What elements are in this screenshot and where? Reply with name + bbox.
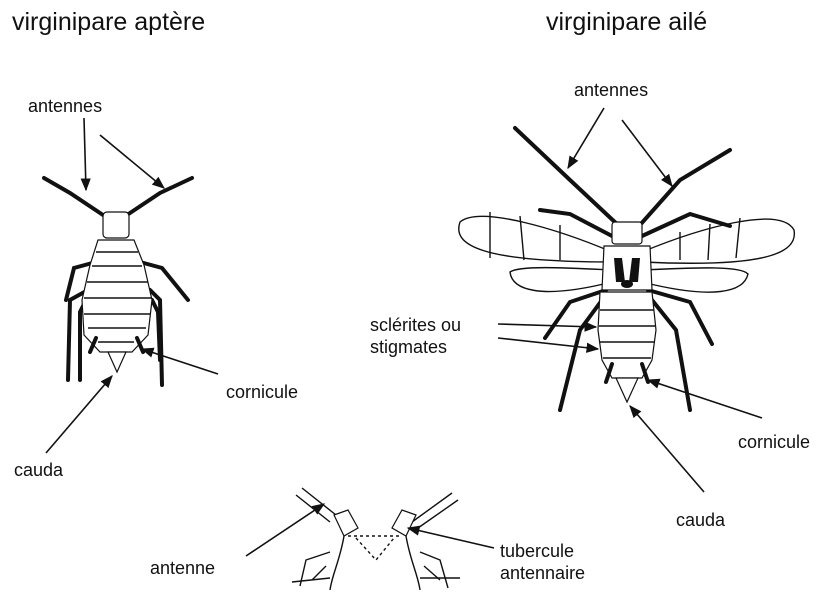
label-winged-sclerites-line1: sclérites ou — [370, 314, 461, 336]
label-detail-tubercule-line2: antennaire — [500, 562, 585, 584]
pointer-winged-cauda — [630, 406, 704, 492]
pointer-winged-cornicule — [648, 380, 762, 418]
label-winged-sclerites: sclérites ou stigmates — [370, 314, 461, 358]
label-detail-tubercule-line1: tubercule — [500, 540, 585, 562]
apterous-cauda — [108, 352, 126, 372]
pointer-apterous-antenna-left — [84, 118, 86, 190]
label-winged-cauda: cauda — [676, 510, 725, 531]
pointer-winged-sclerites-2 — [498, 338, 598, 349]
apterous-aphid-illustration — [44, 178, 192, 385]
label-winged-sclerites-line2: stigmates — [370, 336, 461, 358]
winged-abdomen — [598, 292, 656, 378]
pointer-detail-antenne — [246, 504, 324, 556]
winged-aphid-illustration — [459, 128, 795, 410]
label-detail-antenne: antenne — [150, 558, 215, 579]
apterous-title: virginipare aptère — [12, 8, 205, 37]
pointer-apterous-antenna-right — [100, 135, 164, 188]
left-hindwing — [510, 268, 612, 292]
winged-head — [612, 222, 642, 244]
pointer-apterous-cauda — [46, 376, 112, 453]
left-antennal-tubercle — [334, 510, 358, 536]
pointer-winged-antenna-right — [622, 120, 672, 186]
right-antennal-tubercle — [392, 510, 416, 536]
label-apterous-cornicule: cornicule — [226, 382, 298, 403]
right-hindwing — [642, 268, 748, 292]
apterous-abdomen — [82, 240, 152, 352]
label-apterous-antennes: antennes — [28, 96, 102, 117]
label-apterous-cauda: cauda — [14, 460, 63, 481]
pointer-detail-tubercule — [408, 528, 494, 548]
winged-title: virginipare ailé — [546, 8, 707, 37]
pointer-winged-antenna-left — [568, 108, 604, 168]
label-detail-tubercule: tubercule antennaire — [500, 540, 585, 584]
label-winged-cornicule: cornicule — [738, 432, 810, 453]
head-detail-illustration — [292, 488, 460, 590]
apterous-head — [103, 212, 129, 238]
label-winged-antennes: antennes — [574, 80, 648, 101]
pointer-apterous-cornicule — [142, 349, 218, 374]
winged-cauda — [616, 378, 638, 402]
